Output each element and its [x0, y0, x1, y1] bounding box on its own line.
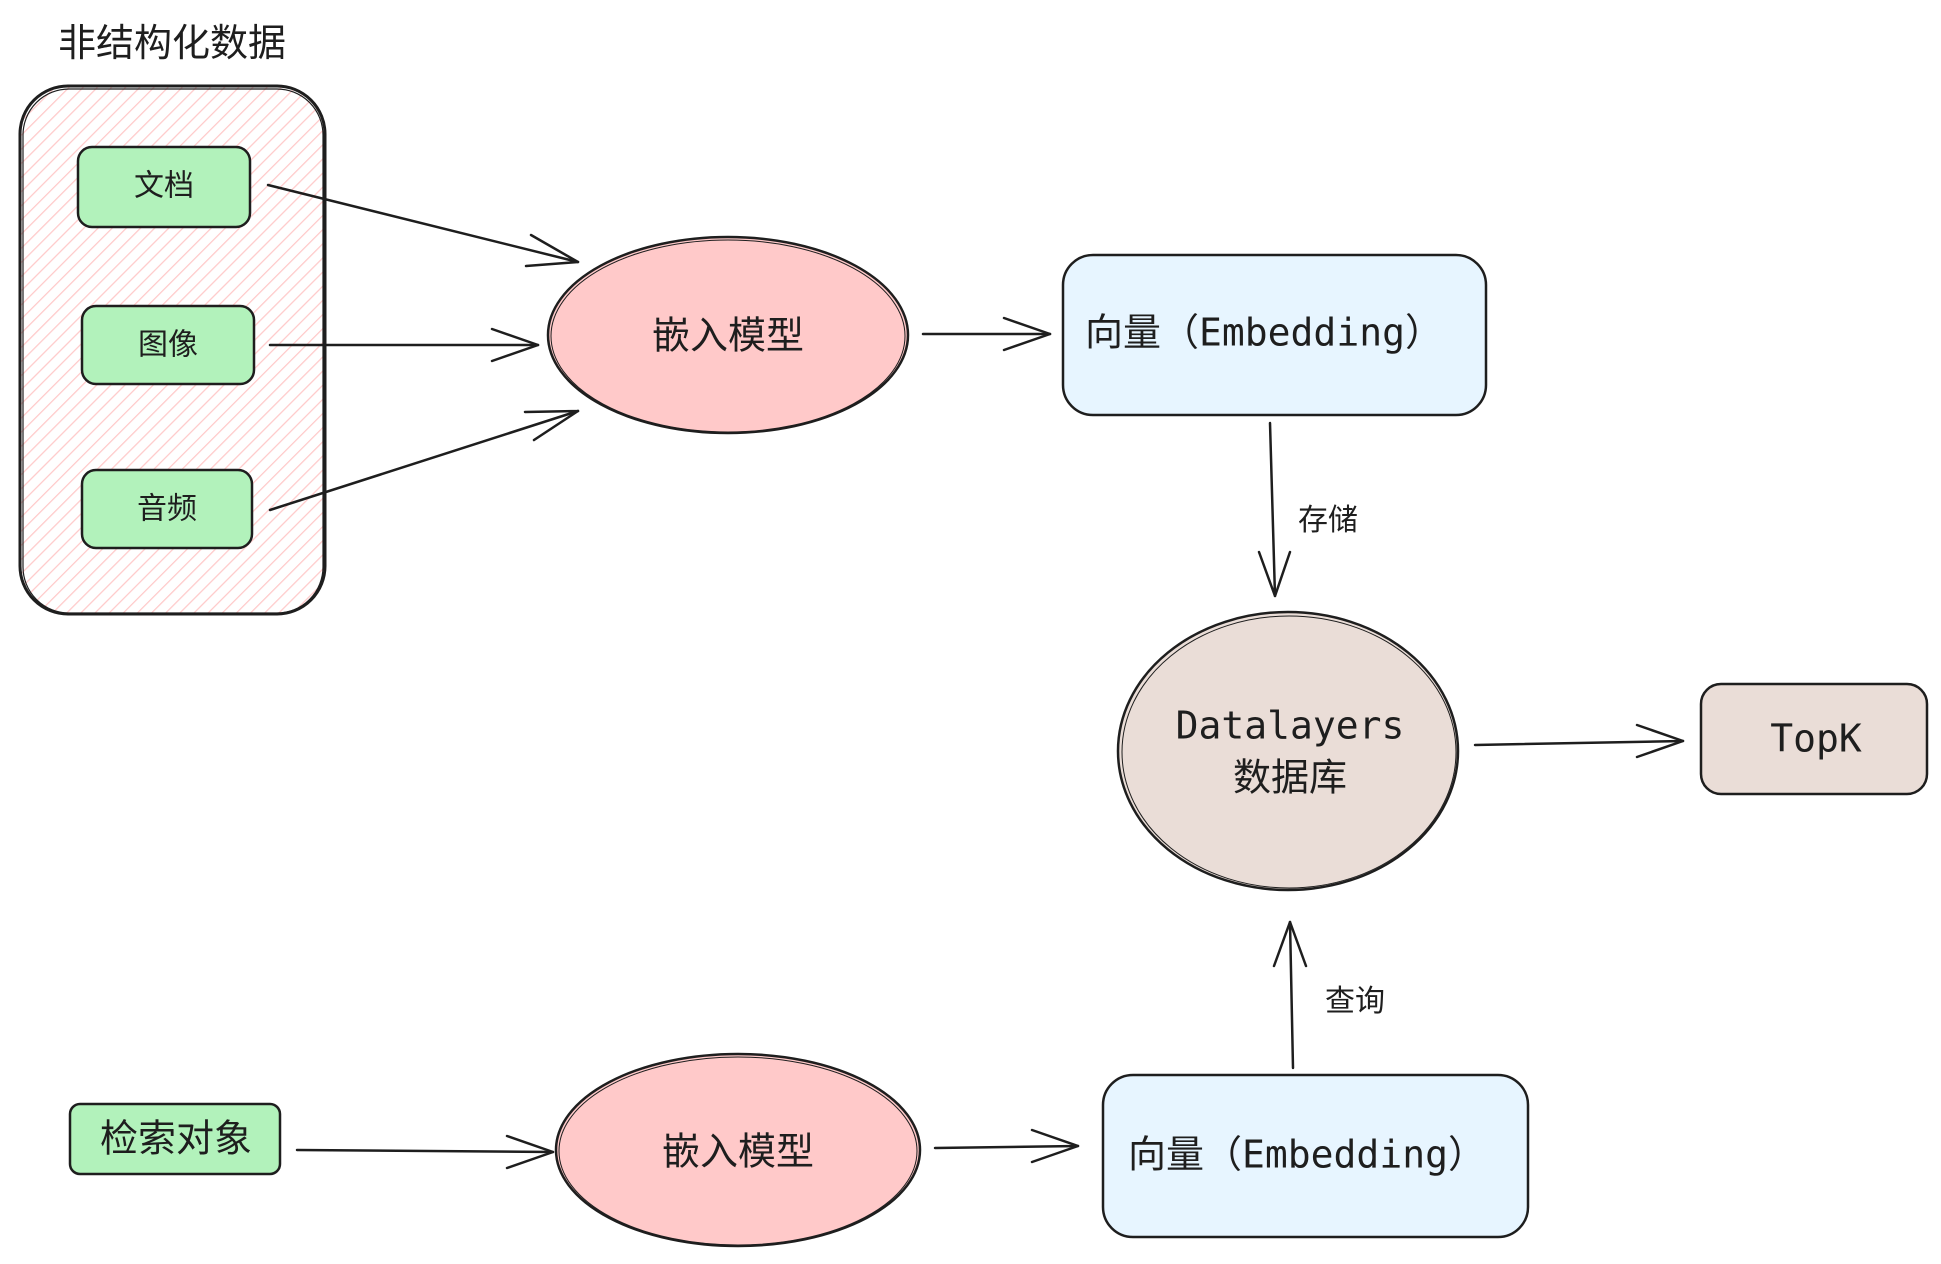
topk-node[interactable] [1699, 682, 1929, 796]
arrow-model-to-vector-top [921, 316, 1052, 352]
arrow-audio-to-model [268, 409, 580, 512]
item-audio-box[interactable] [80, 468, 254, 550]
item-document-label: 文档 [134, 168, 194, 204]
bottom-vector-node[interactable] [1101, 1073, 1530, 1239]
top-vector-node[interactable] [1061, 253, 1488, 417]
topk-label: TopK [1770, 716, 1862, 761]
edge-label-store: 存储 [1298, 503, 1358, 538]
arrow-document-to-model [266, 183, 580, 268]
arrow-model-to-vector-bottom [933, 1128, 1080, 1164]
top-model-label: 嵌入模型 [651, 313, 805, 358]
arrow-vector-to-database-query [1272, 920, 1308, 1070]
database-label-line1: Datalayers [1175, 703, 1405, 748]
item-document-box[interactable] [76, 145, 252, 229]
arrow-image-to-model [268, 327, 540, 363]
item-image-box[interactable] [80, 304, 256, 386]
query-object-node[interactable] [68, 1102, 282, 1176]
arrow-query-to-model [295, 1134, 555, 1170]
group-title: 非结构化数据 [58, 21, 287, 65]
database-label-line2: 数据库 [1232, 755, 1348, 800]
bottom-model-label: 嵌入模型 [661, 1129, 815, 1174]
query-object-label: 检索对象 [99, 1116, 253, 1161]
bottom-embedding-model-node[interactable] [554, 1052, 922, 1248]
arrow-vector-to-database [1257, 421, 1292, 598]
top-vector-label: 向量（Embedding） [1085, 310, 1443, 355]
item-image-label: 图像 [138, 327, 198, 363]
bottom-vector-label: 向量（Embedding） [1128, 1132, 1486, 1177]
top-embedding-model-node[interactable] [546, 235, 910, 435]
item-audio-label: 音频 [137, 491, 197, 527]
arrow-database-to-topk [1473, 723, 1685, 759]
edge-label-query: 查询 [1325, 984, 1385, 1019]
database-node[interactable] [1116, 610, 1460, 892]
